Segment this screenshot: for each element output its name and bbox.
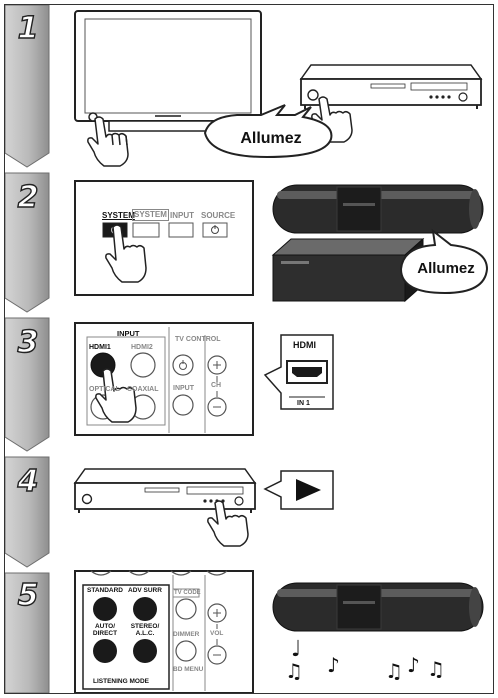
adv-surr-label: ADV SURR [128,587,162,594]
music-note-icon: ♫ [427,657,445,681]
tv-code-label: TV CODE [174,590,201,596]
step-tabs [5,5,50,693]
hand-icon [207,500,249,547]
auto-direct-label: AUTO/ DIRECT [92,623,118,637]
step-tab-5 [5,572,50,693]
step-5-illustration [74,570,484,693]
step-number-5: 5 [17,577,39,613]
remote-label-system: SYSTEM [102,211,135,220]
step-number-1: 1 [17,10,39,46]
hdmi-port-sublabel: IN 1 [297,400,310,407]
step-2-illustration [74,180,489,303]
callout-text: Allumez [240,130,302,147]
bd-player-icon [299,64,483,109]
speaker-bar-icon [272,184,484,234]
remote-icon [74,570,254,693]
music-note-icon: ♫ [285,659,303,683]
callout-bubble [399,228,489,295]
music-note-icon: ♩ [291,637,302,662]
step-number-3: 3 [17,324,39,360]
remote-label-source: SOURCE [201,211,236,220]
listening-mode-label: LISTENING MODE [93,678,149,685]
dimmer-label: DIMMER [173,631,200,638]
ch-label: CH [211,382,222,389]
optical-label: OPTICAL [89,386,120,393]
play-icon [263,470,334,510]
bd-player-icon [73,468,257,513]
hand-icon [105,224,147,283]
tv-input-label: INPUT [173,385,194,392]
standard-label: STANDARD [87,587,123,594]
hdmi1-label: HDMI1 [89,344,111,351]
step-tab-2 [5,172,50,313]
tv-icon [74,10,262,132]
speaker-bar-icon [272,582,484,632]
step-number-2: 2 [17,179,39,215]
hdmi-port-label: HDMI [293,340,316,350]
music-note-icon: ♫ [385,659,403,683]
input-heading: INPUT [117,329,140,338]
step-tab-4 [5,456,50,568]
step-3-illustration [74,322,334,436]
instruction-sheet: 1 2 3 4 5 [4,4,494,694]
bd-menu-label: BD MENU [173,666,204,673]
vol-label: VOL [210,630,224,637]
hdmi2-label: HDMI2 [131,344,153,351]
remote-label-system-2: SYSTEM [132,209,169,221]
step-4-illustration [73,468,334,547]
hand-icon [95,368,137,423]
hdmi-port-icon [263,334,334,410]
tv-control-heading: TV CONTROL [175,336,221,343]
music-note-icon: ♪ [407,653,420,677]
remote-label-input: INPUT [170,211,194,220]
step-tab-1 [5,5,50,168]
coaxial-label: COAXIAL [127,386,159,393]
music-note-icon: ♪ [327,653,340,677]
step-tab-3 [5,317,50,452]
stereo-alc-label: STEREO/ A.L.C. [130,623,160,637]
callout-bubble [203,104,333,159]
hand-icon [87,116,129,167]
step-1-illustration [74,10,483,167]
callout-text: Allumez [417,260,475,277]
step-number-4: 4 [17,463,39,499]
